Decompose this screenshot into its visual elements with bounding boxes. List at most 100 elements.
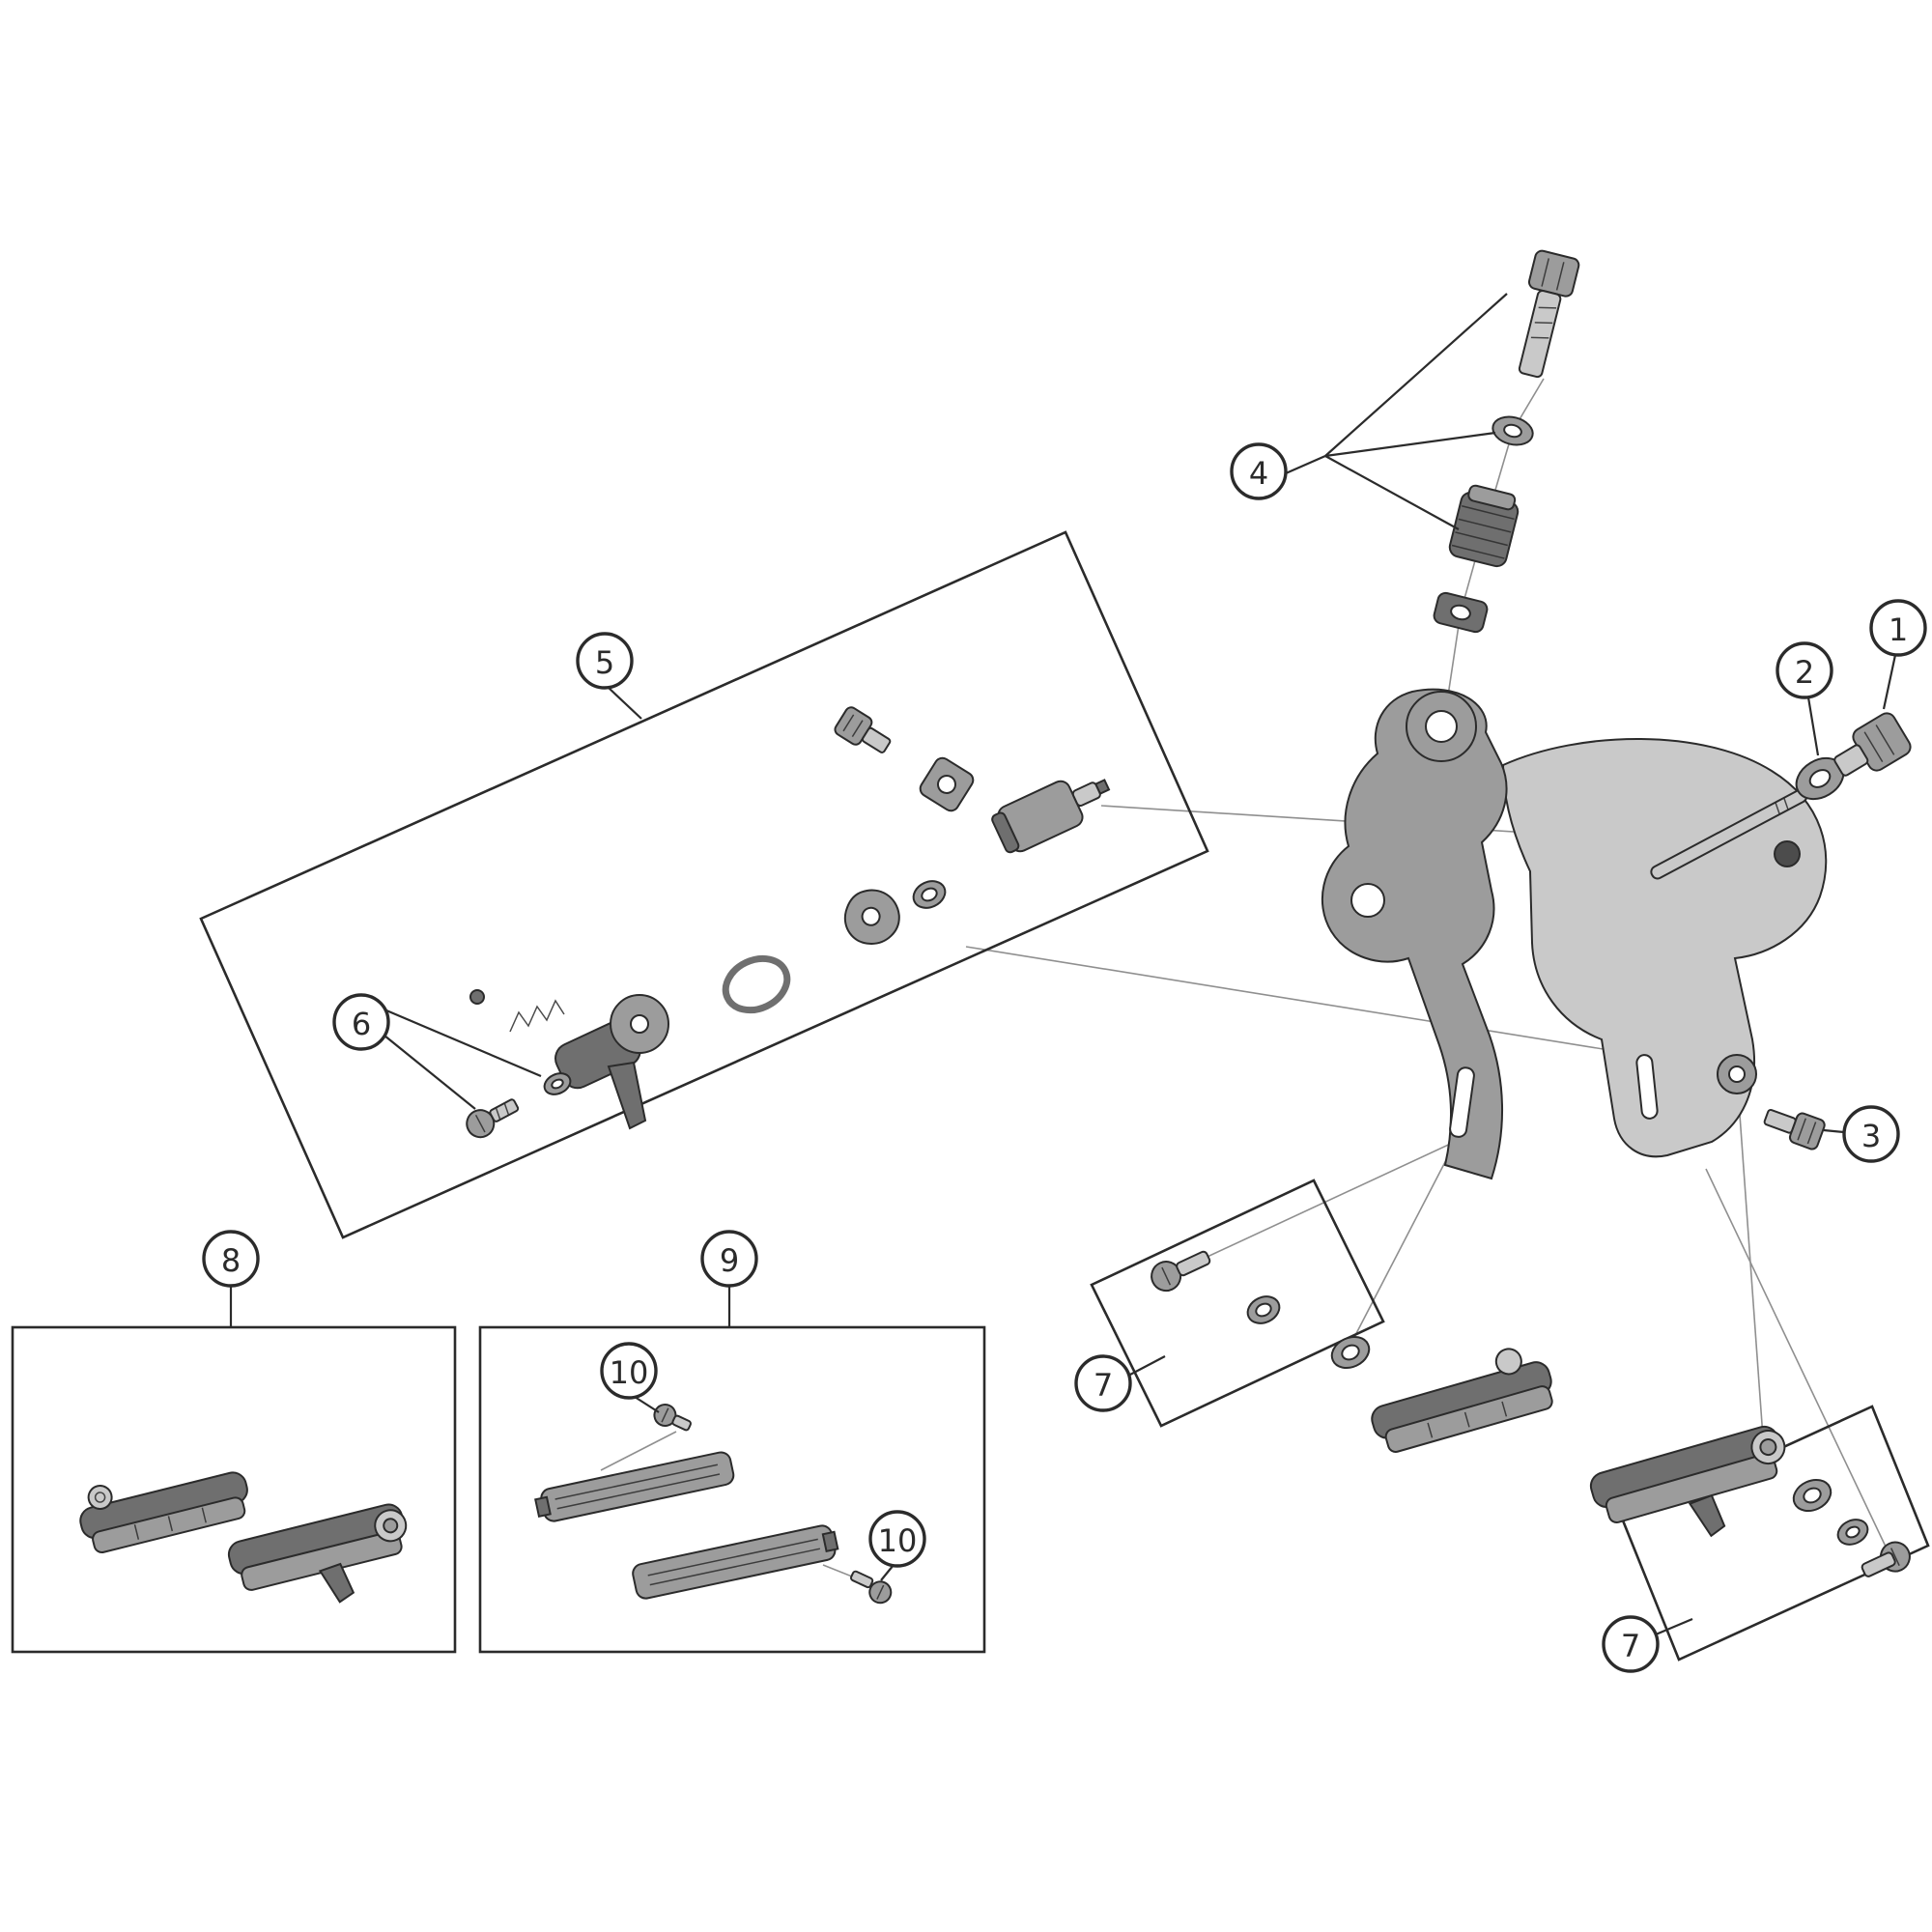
washer-hole [1341,1344,1360,1361]
spacer-washer [1330,1335,1371,1370]
group-box-8 [11,1325,457,1654]
groove-line [201,1507,207,1523]
callout-label: 4 [1249,455,1268,492]
pad-fixing-left-group [1151,1250,1371,1370]
leader-line [1823,1128,1845,1134]
group-box-9 [478,1325,986,1654]
brake-shoe-left [1371,1348,1553,1453]
callout-label: 7 [1621,1628,1640,1664]
leader-line [1882,654,1897,710]
cam-plate [843,889,900,945]
insert-screw-bottom [850,1570,893,1605]
leader-line [385,1009,542,1078]
screw-slot [876,1584,885,1600]
ridge-line [1875,724,1895,755]
bolt-head [1527,249,1580,298]
quick-release-unit-group [466,706,1111,1139]
bolt-shaft [862,726,892,753]
group-boxes [11,530,1930,1662]
groove-line [649,1548,821,1586]
axis-line [1738,1100,1765,1452]
brake-shoe-left [79,1471,248,1554]
callout-7-left: 7 [1074,1354,1166,1412]
pivot-axle-group [1650,712,1912,880]
pad-rubber [1605,1453,1778,1523]
callout-label: 9 [720,1242,739,1279]
pad-washer [1836,1519,1869,1546]
adjuster-washer [1492,415,1534,446]
callout-5: 5 [576,632,642,720]
groove-line [133,1523,140,1540]
knurl-line [1462,505,1515,521]
axis-line [1350,1131,1462,1346]
leader-line [634,1396,660,1413]
pad-fixing-bolt [1861,1541,1911,1577]
leader-line [1285,454,1326,475]
axle-hole [1774,840,1801,867]
ridge-line [851,720,864,738]
knurl-line [1458,518,1512,533]
callout-label: 10 [878,1522,918,1559]
washer-hole [1845,1525,1861,1539]
washer-hole [921,887,938,902]
callout-10-bottom: 10 [868,1510,926,1581]
groove-line [647,1538,818,1577]
pad-fixing-right-group [1792,1478,1911,1577]
leader-line [608,687,642,720]
leader-line [1127,1355,1166,1377]
caliper-front-arm [1321,688,1508,1180]
brake-shoe-right [227,1503,408,1604]
ridge-line [1541,258,1550,287]
screw-shaft [489,1098,520,1122]
callout-8: 8 [202,1230,260,1327]
spacer-washer [1792,1478,1833,1513]
knurl-line [1451,544,1505,559]
thread-line [503,1102,510,1116]
shoe-fin [318,1562,355,1604]
pad-fixing-bolt [1151,1250,1211,1293]
lower-boss-hole [1728,1065,1746,1083]
groove-line [1463,1411,1470,1428]
fixing-screw [466,1098,520,1139]
pivot-spindle [991,779,1111,854]
groove-line [554,1463,719,1500]
callout-label: 8 [221,1242,241,1279]
detent-ball [469,989,485,1005]
leader-line [1324,431,1496,458]
thread-line [1534,322,1553,325]
screw-slot [1890,1548,1900,1566]
adjuster-stopper-nut [1433,591,1489,634]
callout-circle [1776,641,1833,699]
screw-slot [1161,1266,1172,1286]
spindle-tip [1094,779,1111,795]
shoe-post [1494,1348,1522,1376]
callout-label: 5 [595,644,614,681]
leader-line [1324,455,1460,530]
knurl-line [1455,531,1508,547]
callout-6: 6 [332,993,390,1051]
axis-line [1154,1127,1485,1282]
shoe-fin [1688,1493,1726,1538]
pad-rubber [92,1496,246,1554]
qr-cam-hole [630,1014,649,1034]
callout-3: 3 [1823,1105,1900,1163]
cable-adjust-unit-group [1433,249,1580,634]
bolt-shaft [1763,1108,1797,1134]
callout-label: 6 [352,1006,371,1042]
small-washer [543,1072,572,1095]
insert-tab [534,1495,552,1519]
leader-line [880,1564,895,1581]
callout-circle [1602,1615,1660,1673]
callout-circle [1869,599,1927,657]
front-arm-pad-slot [1449,1066,1475,1138]
brake-shoe-set-group [79,1471,408,1604]
screw-slot [661,1407,669,1423]
coil-spring [509,999,565,1033]
groove-line [1427,1422,1434,1438]
insert-body [632,1524,837,1600]
shoe-post-center [94,1492,106,1503]
groove-line [167,1516,174,1532]
shoe-post [87,1485,113,1511]
front-pivot-hole [1350,883,1385,918]
